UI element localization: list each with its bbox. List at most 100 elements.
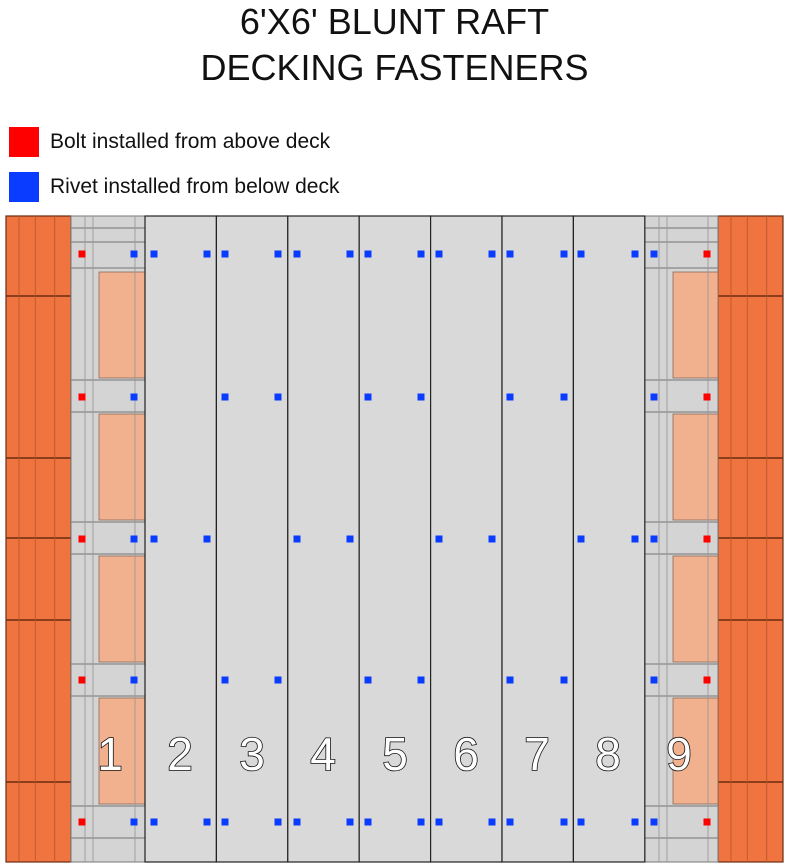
- rivet-marker: [274, 818, 282, 826]
- rivet-marker: [435, 535, 443, 543]
- rivet-marker: [364, 393, 372, 401]
- rivet-marker: [650, 676, 658, 684]
- inner-pontoon-pane: [672, 413, 719, 521]
- rivet-marker: [506, 818, 514, 826]
- rivet-marker: [650, 393, 658, 401]
- legend-item-rivet: Rivet installed from below deck: [9, 172, 339, 202]
- bolt-swatch-icon: [9, 127, 39, 157]
- rivet-marker: [293, 250, 301, 258]
- rivet-marker: [346, 535, 354, 543]
- rivet-marker: [364, 676, 372, 684]
- bolt-marker: [78, 250, 86, 258]
- rivet-marker: [650, 535, 658, 543]
- rivet-marker: [364, 250, 372, 258]
- rivet-marker: [221, 818, 229, 826]
- rivet-marker: [150, 818, 158, 826]
- rivet-marker: [150, 535, 158, 543]
- floats-group: [5, 215, 784, 863]
- rivet-marker: [506, 393, 514, 401]
- rivet-marker: [631, 250, 639, 258]
- inner-pontoon-pane: [98, 697, 146, 805]
- bolt-marker: [703, 818, 711, 826]
- rivet-marker: [435, 818, 443, 826]
- plank-label-7: 7: [524, 728, 550, 780]
- rivet-marker: [417, 250, 425, 258]
- rivet-marker: [364, 818, 372, 826]
- rivet-marker: [293, 818, 301, 826]
- rivet-marker: [203, 535, 211, 543]
- rivet-marker: [631, 535, 639, 543]
- rivet-marker: [274, 250, 282, 258]
- rivet-marker: [560, 393, 568, 401]
- rivet-marker: [577, 535, 585, 543]
- legend-label-rivet: Rivet installed from below deck: [50, 175, 340, 198]
- bolt-marker: [78, 676, 86, 684]
- plank-label-5: 5: [382, 728, 408, 780]
- bolt-marker: [703, 393, 711, 401]
- rivet-marker: [346, 250, 354, 258]
- plank-label-4: 4: [310, 728, 336, 780]
- rivet-marker: [506, 676, 514, 684]
- rivet-marker: [435, 250, 443, 258]
- deck-plank-7: [501, 215, 575, 863]
- plank-label-9: 9: [666, 728, 692, 780]
- legend-label-bolt: Bolt installed from above deck: [50, 130, 331, 153]
- bolt-marker: [78, 393, 86, 401]
- deck-plank-5: [358, 215, 432, 863]
- fasteners-group: [78, 250, 711, 826]
- title-line-2: DECKING FASTENERS: [200, 47, 589, 88]
- rivet-marker: [417, 676, 425, 684]
- bolt-marker: [703, 250, 711, 258]
- rivet-marker: [150, 250, 158, 258]
- rivet-marker: [130, 250, 138, 258]
- rivet-marker: [274, 393, 282, 401]
- inner-pontoon-pane: [98, 271, 146, 379]
- rivet-marker: [293, 535, 301, 543]
- rivet-marker: [560, 818, 568, 826]
- rivet-marker: [203, 250, 211, 258]
- plank-label-1: 1: [97, 728, 123, 780]
- rivet-marker: [631, 818, 639, 826]
- bolt-marker: [78, 535, 86, 543]
- rivet-marker: [221, 250, 229, 258]
- float-pontoon-right: [717, 215, 784, 863]
- title-line-1: 6'X6' BLUNT RAFT: [239, 1, 550, 42]
- rivet-marker: [577, 818, 585, 826]
- rivet-marker: [417, 393, 425, 401]
- legend-item-bolt: Bolt installed from above deck: [9, 127, 330, 157]
- frames-group: [70, 215, 719, 863]
- rivet-marker: [130, 535, 138, 543]
- rivet-marker: [417, 818, 425, 826]
- rivet-marker: [130, 393, 138, 401]
- rivet-marker: [650, 818, 658, 826]
- plank-label-8: 8: [595, 728, 621, 780]
- rivet-marker: [221, 676, 229, 684]
- inner-pontoon-pane: [98, 413, 146, 521]
- rivet-marker: [130, 818, 138, 826]
- rivet-marker: [346, 818, 354, 826]
- rivet-marker: [488, 250, 496, 258]
- rivet-marker: [130, 676, 138, 684]
- rivet-marker: [560, 250, 568, 258]
- bolt-marker: [703, 676, 711, 684]
- rivet-marker: [488, 818, 496, 826]
- rivet-marker: [203, 818, 211, 826]
- inner-pontoon-pane: [672, 555, 719, 663]
- float-pontoon-left: [5, 215, 72, 863]
- rivet-marker: [560, 676, 568, 684]
- rivet-marker: [577, 250, 585, 258]
- rivet-marker: [488, 535, 496, 543]
- bolt-marker: [78, 818, 86, 826]
- plank-label-2: 2: [167, 728, 193, 780]
- bolt-marker: [703, 535, 711, 543]
- rivet-marker: [506, 250, 514, 258]
- inner-pontoon-pane: [672, 271, 719, 379]
- inner-pontoon-pane: [672, 697, 719, 805]
- inner-pontoon-pane: [98, 555, 146, 663]
- rivet-marker: [221, 393, 229, 401]
- plank-label-6: 6: [453, 728, 479, 780]
- rivet-swatch-icon: [9, 172, 39, 202]
- rivet-marker: [650, 250, 658, 258]
